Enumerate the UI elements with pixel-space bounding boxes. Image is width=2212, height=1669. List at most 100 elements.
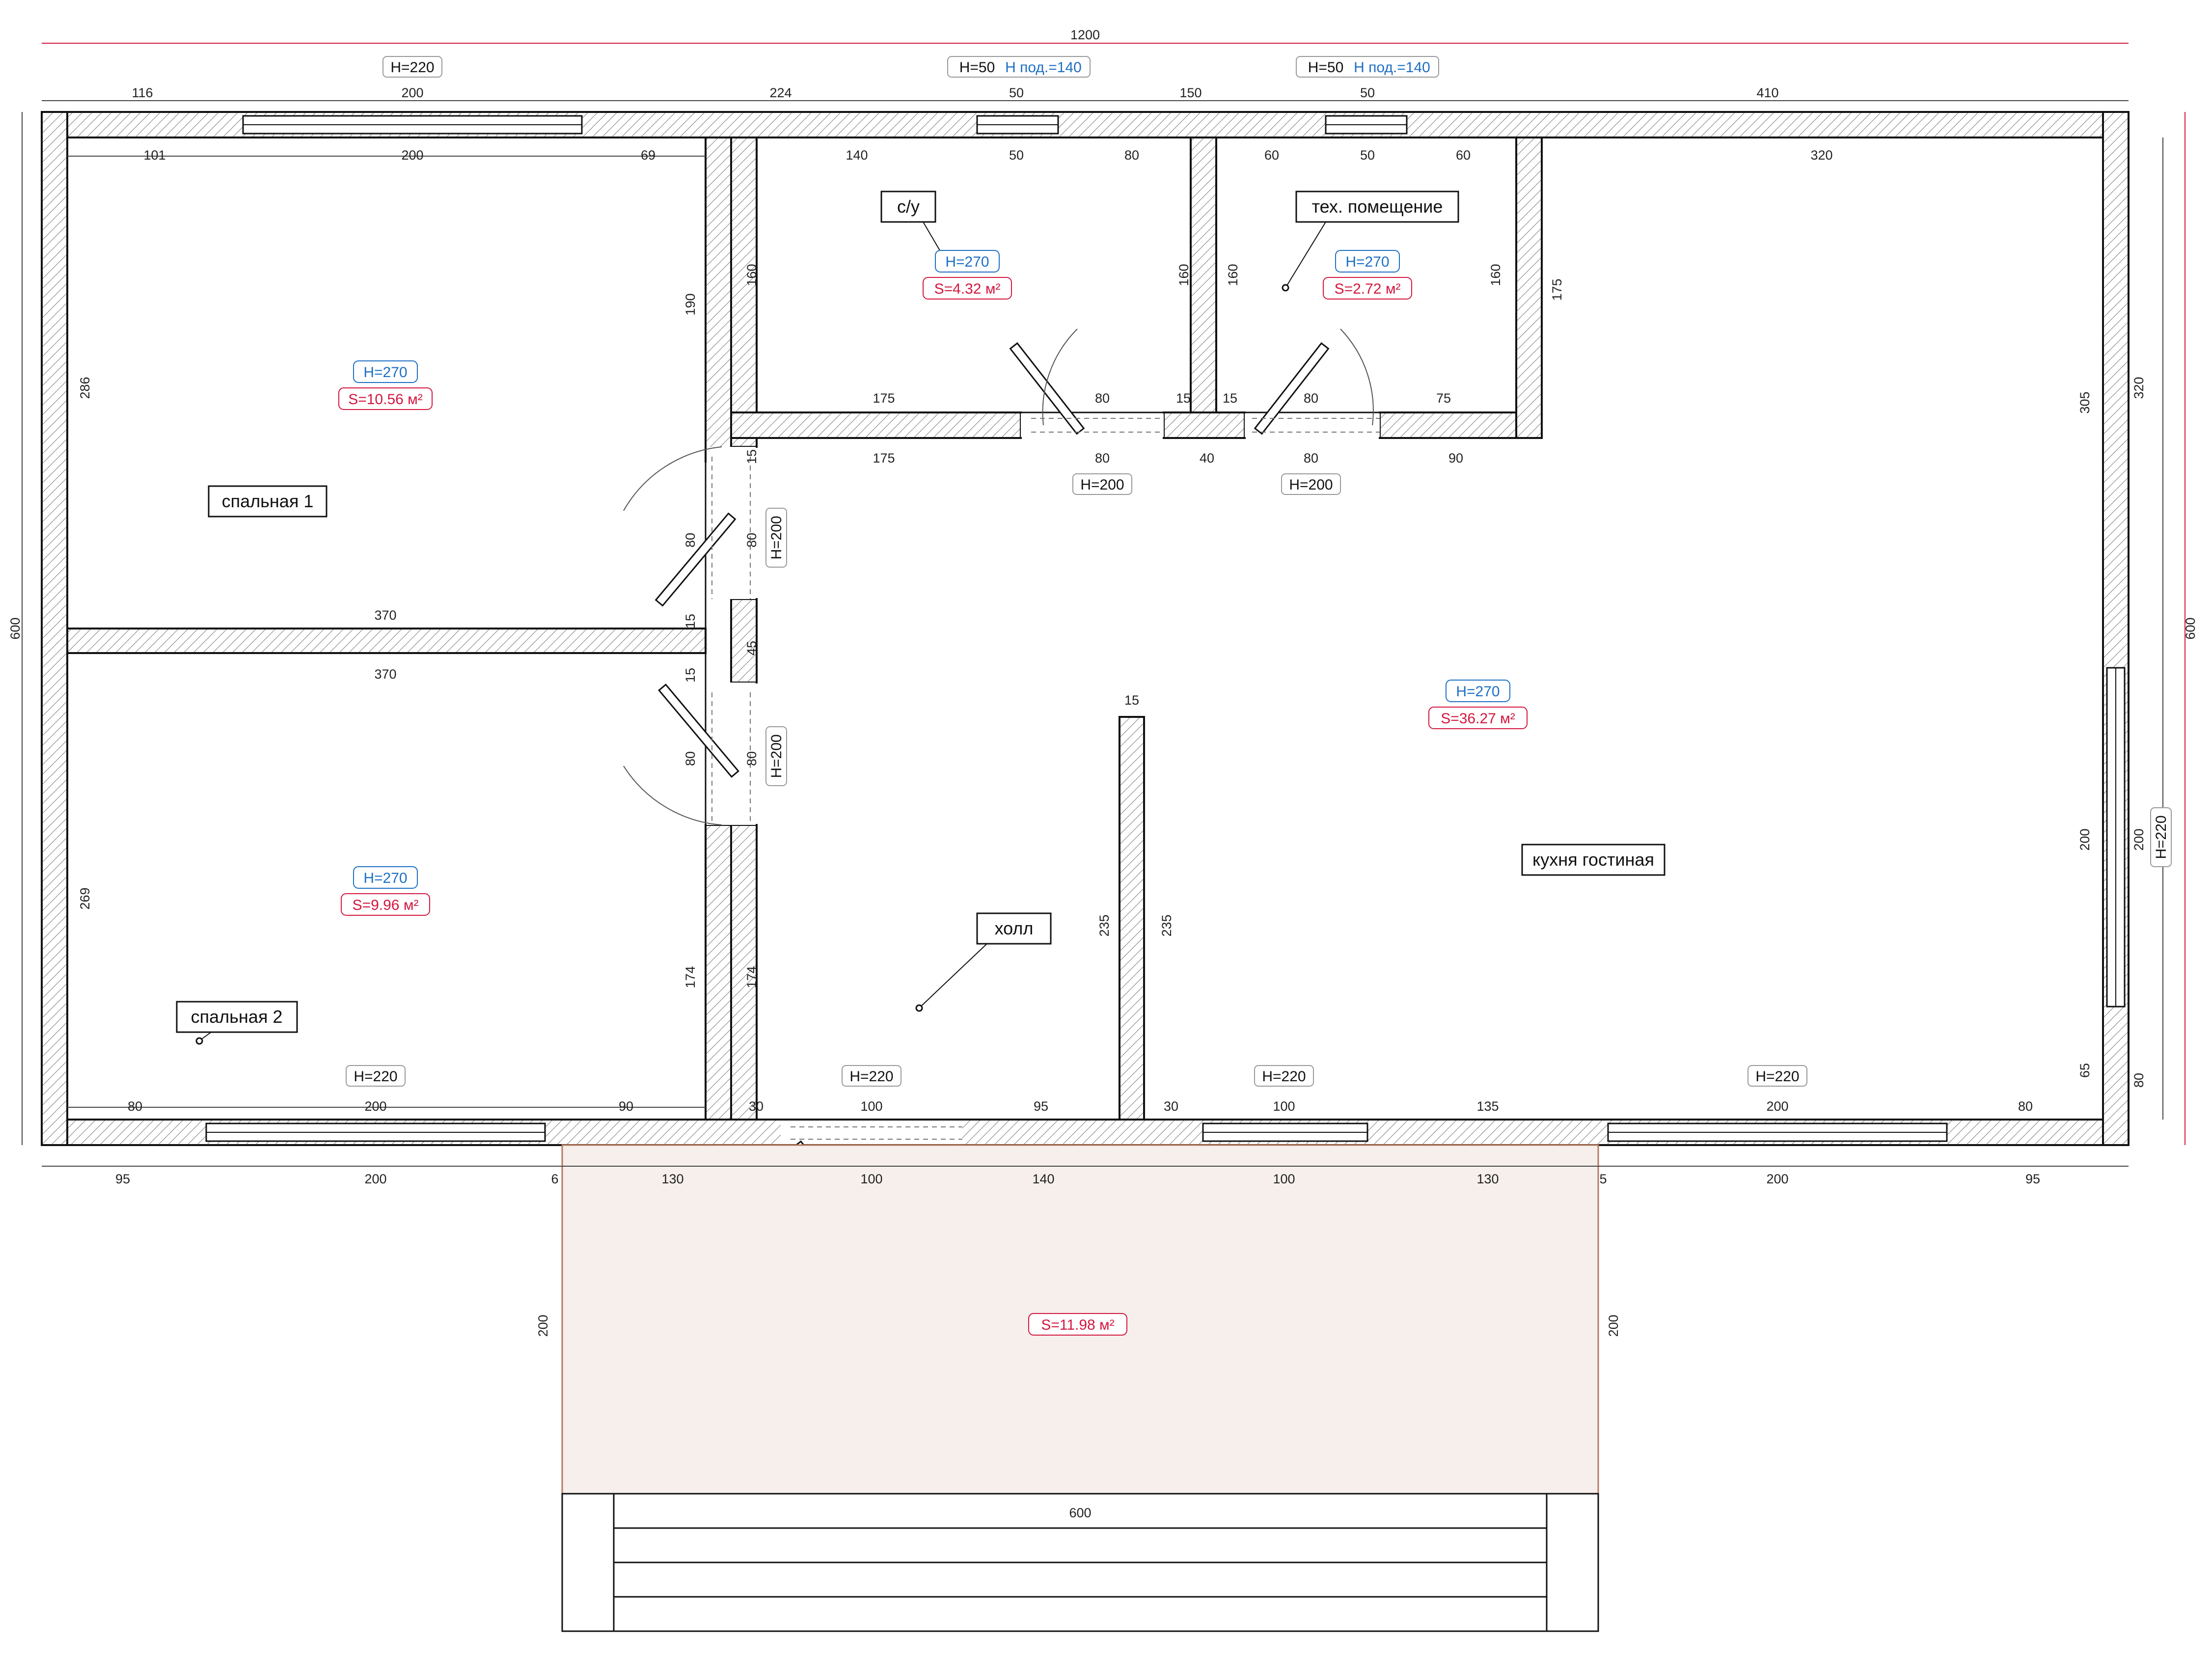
terrace	[561, 1144, 1599, 1632]
wall-bath-tech-divider	[1190, 137, 1217, 413]
bathroom-name-label: с/у	[880, 191, 943, 256]
svg-text:80: 80	[683, 751, 698, 766]
svg-text:15: 15	[683, 614, 698, 629]
svg-text:175: 175	[1550, 278, 1564, 301]
svg-text:H=50: H=50	[959, 59, 995, 76]
svg-text:200: 200	[401, 148, 423, 163]
svg-text:320: 320	[1810, 148, 1832, 163]
dimension-lines	[22, 43, 2185, 1167]
wall-hall-west-a	[730, 137, 758, 448]
svg-text:175: 175	[873, 391, 895, 406]
wall-bedrooms-divider	[66, 628, 707, 654]
svg-text:60: 60	[1264, 148, 1279, 163]
svg-text:H=200: H=200	[1289, 477, 1333, 493]
svg-text:спальная 2: спальная 2	[191, 1007, 283, 1027]
wall-bedroom1-east	[705, 137, 732, 463]
svg-text:101: 101	[143, 148, 165, 163]
bedroom2-height-tag: H=270	[353, 866, 418, 889]
svg-text:холл: холл	[995, 918, 1034, 938]
svg-text:30: 30	[1164, 1099, 1178, 1114]
tech-name-label: тех. помещение	[1282, 191, 1459, 292]
svg-text:320: 320	[2131, 377, 2146, 399]
svg-text:60: 60	[1456, 148, 1471, 163]
svg-text:S=11.98 м²: S=11.98 м²	[1041, 1317, 1114, 1333]
svg-text:15: 15	[683, 668, 698, 683]
svg-text:75: 75	[1436, 391, 1451, 406]
horizontal-inner-dims: 175 80 15 15 80 75 175 80 40 80 90 370 3…	[128, 391, 2033, 1114]
svg-text:100: 100	[1273, 1172, 1295, 1186]
svg-text:H=270: H=270	[363, 364, 407, 381]
wall-tech-east	[1515, 137, 1543, 439]
svg-text:370: 370	[374, 608, 396, 623]
svg-text:S=2.72 м²: S=2.72 м²	[1335, 281, 1401, 297]
top-dimension-chain: 116 200 224 50 150 50 410	[132, 85, 1778, 100]
door-leaf-bedroom1	[655, 512, 737, 607]
svg-text:370: 370	[374, 667, 396, 682]
svg-text:140: 140	[1032, 1172, 1054, 1186]
door-leaf-tech	[1254, 342, 1330, 435]
svg-text:80: 80	[1095, 451, 1110, 465]
svg-text:H=220: H=220	[849, 1068, 893, 1085]
svg-text:80: 80	[1095, 391, 1110, 406]
svg-text:кухня гостиная: кухня гостиная	[1532, 849, 1654, 870]
svg-text:100: 100	[860, 1172, 882, 1186]
svg-text:305: 305	[2077, 391, 2092, 413]
svg-text:175: 175	[873, 451, 895, 465]
tag-door-tech: H=200	[1281, 473, 1341, 495]
door-leaf-bathroom	[1009, 342, 1085, 435]
svg-text:15: 15	[1124, 693, 1139, 708]
svg-text:H=50: H=50	[1308, 59, 1344, 76]
svg-text:90: 90	[619, 1099, 633, 1114]
svg-text:15: 15	[1223, 391, 1237, 406]
svg-text:H=200: H=200	[768, 516, 785, 559]
svg-text:200: 200	[2131, 828, 2146, 850]
svg-text:160: 160	[1176, 264, 1191, 286]
svg-text:130: 130	[1476, 1172, 1499, 1186]
svg-text:200: 200	[364, 1172, 386, 1186]
svg-text:140: 140	[846, 148, 868, 163]
svg-text:65: 65	[2077, 1063, 2092, 1078]
svg-text:200: 200	[536, 1314, 550, 1337]
svg-text:с/у: с/у	[897, 196, 920, 217]
hall-name-label: холл	[915, 912, 1052, 1012]
tag-window-east: H=220	[2150, 807, 2172, 867]
bathroom-height-tag: H=270	[935, 250, 1000, 273]
svg-text:50: 50	[1009, 148, 1024, 163]
svg-text:160: 160	[1226, 264, 1240, 286]
svg-text:H=200: H=200	[768, 734, 785, 778]
dim-50: 50	[1360, 85, 1375, 100]
terrace-area-tag: S=11.98 м²	[1028, 1313, 1127, 1336]
svg-text:80: 80	[2131, 1073, 2146, 1088]
bedroom1-area-tag: S=10.56 м²	[338, 387, 433, 410]
svg-text:95: 95	[115, 1172, 130, 1186]
inner-top-dims: 101 200 69 140 50 80 60 50 60 320	[143, 148, 1832, 163]
wall-hall-living	[1119, 716, 1145, 1121]
bedroom1-height-tag: H=270	[353, 360, 418, 383]
tag-door-bedroom1: H=200	[765, 508, 787, 568]
opening-tags: H=220 H=50 H под.=140 H=50 H под.=140 H=…	[346, 56, 2172, 1087]
svg-text:200: 200	[1766, 1099, 1788, 1114]
svg-text:S=36.27 м²: S=36.27 м²	[1441, 711, 1515, 727]
terrace-width-dim: 600	[1069, 1505, 1091, 1520]
outer-wall-left	[41, 111, 68, 1146]
svg-text:80: 80	[2018, 1099, 2033, 1114]
bedroom2-name-label: спальная 2	[176, 1001, 298, 1045]
wall-bathroom-south-a	[730, 411, 1022, 439]
svg-text:S=4.32 м²: S=4.32 м²	[934, 281, 1001, 297]
tech-height-tag: H=270	[1335, 250, 1400, 273]
room-outlines	[66, 137, 1517, 1121]
tag-window-bedroom2: H=220	[346, 1065, 406, 1087]
tag-window-bathroom: H=50 H под.=140	[947, 56, 1091, 78]
doors	[655, 342, 1380, 1260]
dim-150: 150	[1179, 85, 1202, 100]
svg-text:100: 100	[1273, 1099, 1295, 1114]
svg-text:H под.=140: H под.=140	[1354, 59, 1430, 76]
living-height-tag: H=270	[1446, 680, 1510, 702]
svg-text:30: 30	[749, 1099, 764, 1114]
svg-text:200: 200	[2077, 828, 2092, 850]
svg-text:спальная 1: спальная 1	[222, 491, 314, 511]
svg-text:160: 160	[1488, 264, 1503, 286]
svg-text:269: 269	[78, 887, 92, 909]
svg-text:80: 80	[1304, 391, 1318, 406]
